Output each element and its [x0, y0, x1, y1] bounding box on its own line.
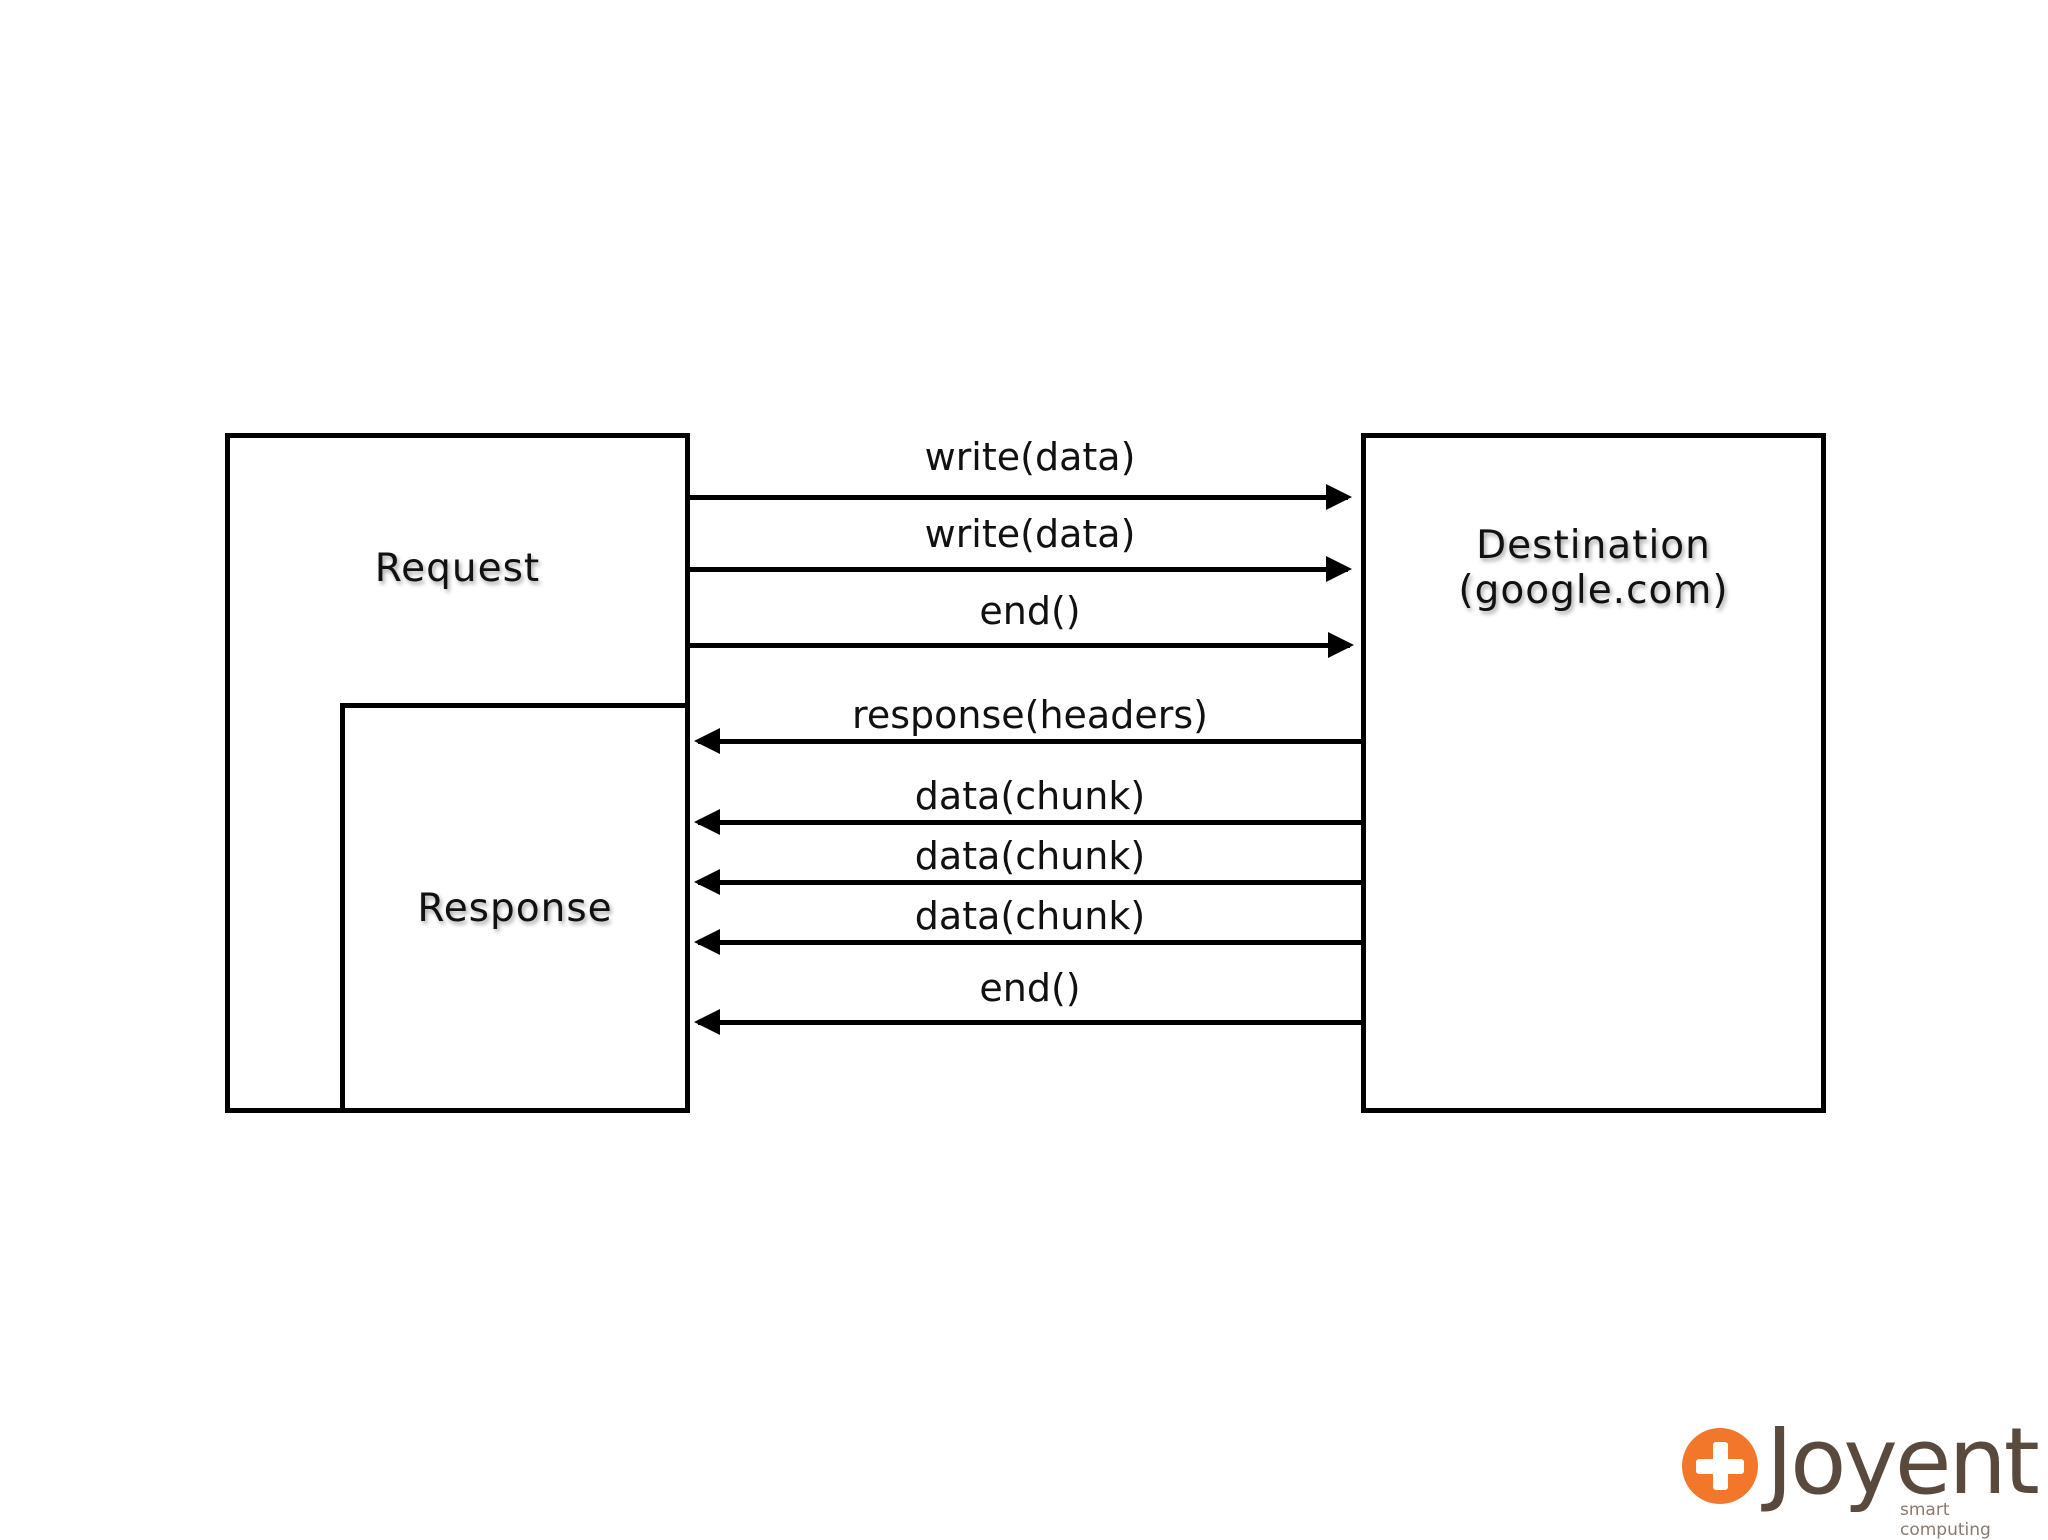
response-box — [340, 703, 690, 1113]
arrow-end-response — [694, 1009, 1361, 1035]
arrow-response-headers — [694, 728, 1361, 754]
logo-tagline: smart computing — [1900, 1500, 1991, 1540]
arrow-write-1 — [690, 484, 1352, 510]
arrow-end-request — [690, 632, 1354, 658]
destination-label-line2: (google.com) — [1458, 568, 1729, 613]
message-label-data-chunk-2: data(chunk) — [914, 834, 1146, 878]
message-label-end-request: end() — [979, 589, 1081, 633]
arrow-write-2 — [690, 556, 1352, 582]
arrow-data-chunk-1 — [694, 809, 1361, 835]
message-label-data-chunk-3: data(chunk) — [914, 894, 1146, 938]
message-label-write-1: write(data) — [924, 435, 1136, 479]
logo-wordmark: Joyent — [1766, 1408, 2040, 1515]
plus-icon — [1682, 1428, 1758, 1504]
arrow-data-chunk-3 — [694, 929, 1361, 955]
message-label-response-headers: response(headers) — [852, 693, 1208, 737]
message-label-end-response: end() — [979, 966, 1081, 1010]
arrow-data-chunk-2 — [694, 869, 1361, 895]
message-label-write-2: write(data) — [924, 512, 1136, 556]
destination-label-line1: Destination — [1476, 523, 1711, 568]
request-label: Request — [374, 546, 541, 591]
destination-box — [1361, 433, 1826, 1113]
joyent-logo: Joyent smart computing — [1682, 1408, 2040, 1540]
message-label-data-chunk-1: data(chunk) — [914, 774, 1146, 818]
response-label: Response — [417, 886, 613, 931]
